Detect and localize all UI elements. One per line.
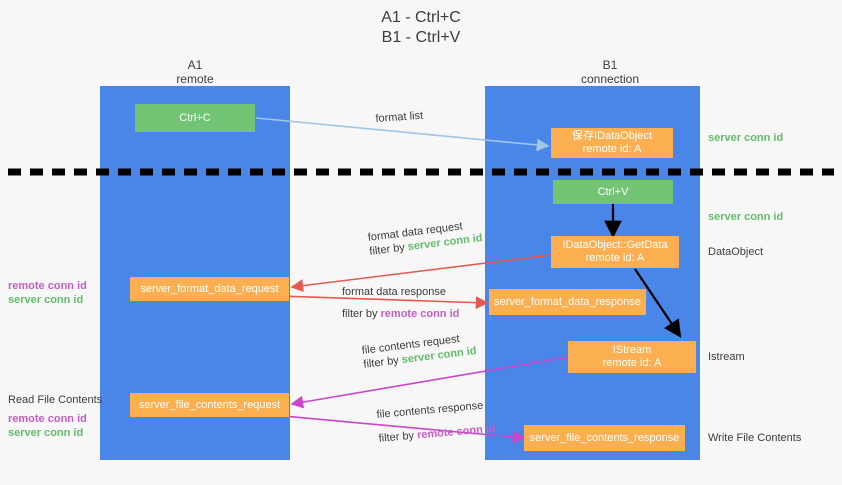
left-label-conn-pair-bottom: remote conn id server conn id	[8, 412, 87, 440]
node-ctrl-v[interactable]: Ctrl+V	[553, 180, 673, 204]
node-ctrl-v-label: Ctrl+V	[597, 185, 629, 198]
node-server-format-data-response[interactable]: server_format_data_response	[489, 289, 646, 315]
node-save-idataobject-line1: 保存IDataObject	[571, 130, 653, 142]
right-label-istream: Istream	[708, 351, 745, 363]
node-save-idataobject-line2: remote id: A	[582, 143, 642, 155]
column-header-a1: A1 remote	[115, 58, 275, 86]
column-header-b1-name: B1	[602, 58, 618, 72]
node-idataobject-getdata-line2: remote id: A	[585, 252, 645, 264]
edge-label-format-list-text: format list	[375, 109, 424, 125]
node-istream-line1: IStream	[612, 344, 652, 356]
node-idataobject-getdata-line1: IDataObject::GetData	[562, 239, 668, 251]
right-label-write-file-contents: Write File Contents	[708, 432, 802, 444]
node-istream[interactable]: IStream remote id: A	[568, 341, 696, 373]
filter-value: remote conn id	[380, 308, 460, 320]
node-idataobject-getdata[interactable]: IDataObject::GetData remote id: A	[551, 236, 679, 268]
right-label-server-conn-id-mid: server conn id	[708, 211, 784, 223]
page-title: A1 - Ctrl+C B1 - Ctrl+V	[0, 8, 842, 48]
column-header-a1-name: A1	[187, 58, 203, 72]
filter-prefix: filter by	[378, 429, 418, 445]
node-server-format-data-response-label: server_format_data_response	[494, 295, 641, 308]
edge-label-format-data-response-filter: filter by remote conn id	[342, 307, 459, 321]
edge-label-format-data-response: format data response filter by remote co…	[342, 285, 459, 321]
node-ctrl-c-label: Ctrl+C	[179, 111, 211, 124]
node-ctrl-c[interactable]: Ctrl+C	[135, 104, 255, 132]
node-server-format-data-request-label: server_format_data_request	[140, 282, 279, 295]
node-save-idataobject[interactable]: 保存IDataObject remote id: A	[551, 128, 673, 158]
left-label-server-conn-id-top: server conn id	[8, 294, 84, 306]
left-label-server-conn-id-bottom: server conn id	[8, 427, 84, 439]
title-line-1: A1 - Ctrl+C	[381, 9, 461, 26]
node-server-format-data-request[interactable]: server_format_data_request	[130, 277, 289, 301]
title-line-2: B1 - Ctrl+V	[381, 29, 461, 46]
node-server-file-contents-request[interactable]: server_file_contents_request	[130, 393, 289, 417]
right-label-dataobject: DataObject	[708, 246, 764, 258]
left-label-remote-conn-id-top: remote conn id	[8, 280, 87, 292]
node-istream-line2: remote id: A	[602, 357, 662, 369]
right-label-server-conn-id-top: server conn id	[708, 132, 784, 144]
edge-label-format-data-response-text: format data response	[342, 286, 446, 298]
left-label-remote-conn-id-bottom: remote conn id	[8, 413, 87, 425]
node-server-file-contents-response-label: server_file_contents_response	[529, 431, 680, 444]
left-label-read-file-contents: Read File Contents	[8, 394, 103, 406]
column-header-a1-sub: remote	[176, 72, 214, 86]
filter-prefix: filter by	[342, 308, 381, 320]
left-label-conn-pair-top: remote conn id server conn id	[8, 279, 87, 307]
column-header-b1: B1 connection	[530, 58, 690, 86]
column-header-b1-sub: connection	[580, 72, 640, 86]
node-server-file-contents-response[interactable]: server_file_contents_response	[524, 425, 685, 451]
node-server-file-contents-request-label: server_file_contents_request	[138, 398, 281, 411]
